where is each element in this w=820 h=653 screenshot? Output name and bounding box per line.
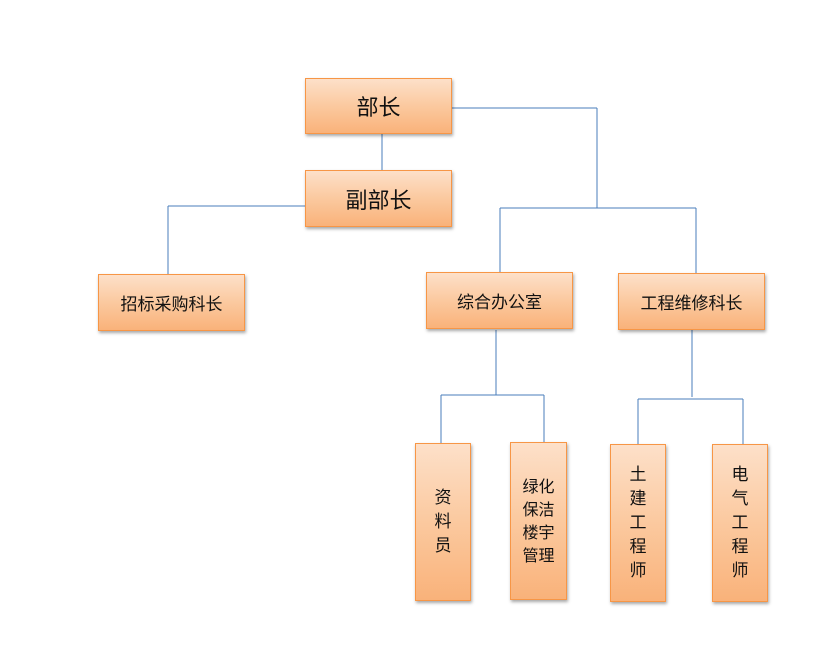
node-electrical-engineer-char: 气 bbox=[731, 489, 749, 509]
node-greening-line: 楼宇 bbox=[522, 523, 555, 542]
node-greening-line: 管理 bbox=[522, 546, 555, 565]
node-procurement-label: 招标采购科长 bbox=[120, 295, 223, 315]
node-minister: 部长 bbox=[305, 78, 452, 134]
node-clerk: 资 料 员 bbox=[415, 443, 471, 601]
node-greening: 绿化 保洁 楼宇 管理 bbox=[510, 442, 567, 600]
node-procurement: 招标采购科长 bbox=[98, 274, 245, 331]
node-civil-engineer: 土 建 工 程 师 bbox=[610, 444, 666, 602]
node-electrical-engineer-char: 程 bbox=[731, 537, 749, 557]
node-minister-label: 部长 bbox=[356, 96, 401, 121]
node-civil-engineer-char: 建 bbox=[629, 489, 647, 509]
node-civil-engineer-char: 程 bbox=[629, 537, 647, 557]
node-maintenance: 工程维修科长 bbox=[618, 273, 765, 330]
node-maintenance-label: 工程维修科长 bbox=[640, 294, 743, 314]
node-electrical-engineer-char: 工 bbox=[731, 513, 749, 533]
node-greening-line: 保洁 bbox=[522, 500, 555, 519]
node-general-office: 综合办公室 bbox=[426, 272, 573, 329]
node-general-office-label: 综合办公室 bbox=[457, 293, 542, 313]
node-deputy-minister: 副部长 bbox=[305, 170, 452, 227]
node-deputy-minister-label: 副部长 bbox=[345, 188, 412, 214]
node-civil-engineer-char: 师 bbox=[629, 561, 647, 581]
node-electrical-engineer-char: 电 bbox=[731, 465, 749, 485]
node-clerk-char: 资 bbox=[434, 488, 452, 508]
node-electrical-engineer: 电 气 工 程 师 bbox=[712, 444, 768, 602]
node-greening-line: 绿化 bbox=[522, 477, 555, 496]
node-civil-engineer-char: 工 bbox=[629, 513, 647, 533]
node-electrical-engineer-char: 师 bbox=[731, 561, 749, 581]
node-clerk-char: 料 bbox=[434, 512, 452, 532]
node-clerk-char: 员 bbox=[434, 536, 452, 556]
node-civil-engineer-char: 土 bbox=[629, 465, 647, 485]
